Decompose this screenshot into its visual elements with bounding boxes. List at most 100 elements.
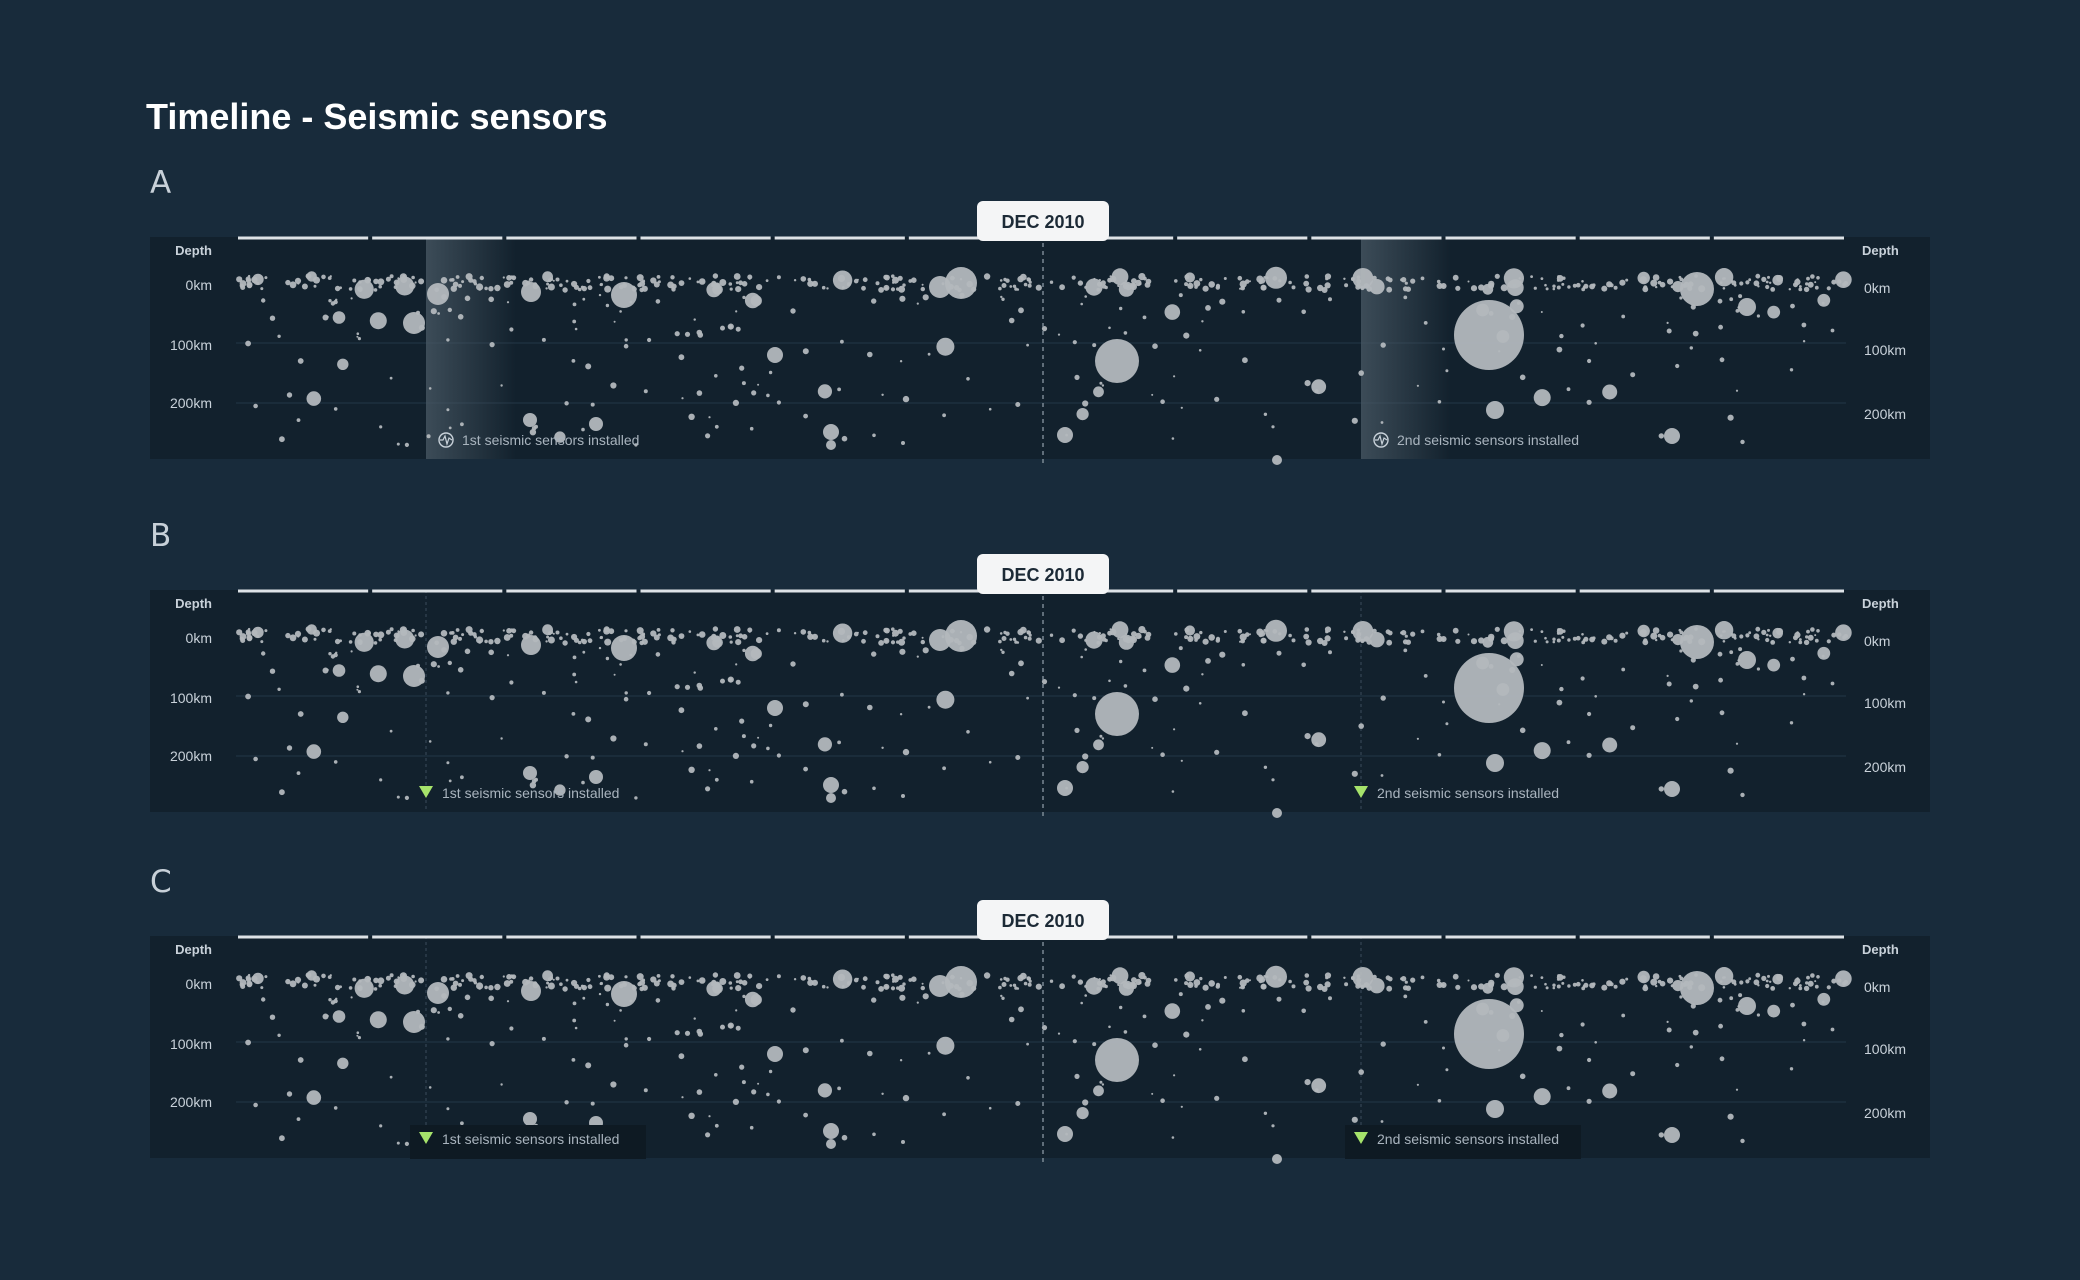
earthquake-point: [653, 281, 660, 288]
earthquake-point: [333, 1106, 338, 1110]
earthquake-point: [1301, 309, 1306, 315]
earthquake-point: [693, 671, 696, 674]
sensor-marker[interactable]: 2nd seismic sensors installed: [1345, 1125, 1581, 1159]
earthquake-point: [247, 973, 251, 977]
earthquake-point: [988, 407, 992, 411]
date-badge[interactable]: DEC 2010: [977, 554, 1109, 594]
earthquake-point: [1556, 984, 1561, 989]
earthquake-point: [826, 793, 836, 803]
earthquake-point: [696, 682, 703, 689]
earthquake-point: [807, 630, 812, 635]
earthquake-point: [1017, 275, 1024, 283]
earthquake-point: [1107, 630, 1113, 636]
earthquake-point: [1093, 739, 1104, 751]
earthquake-point: [1049, 280, 1054, 284]
earthquake-point: [1576, 635, 1581, 641]
earthquake-point: [1242, 357, 1248, 364]
earthquake-point: [657, 280, 661, 284]
earthquake-point: [449, 278, 453, 282]
earthquake-point: [966, 730, 970, 734]
earthquake-point: [1314, 742, 1319, 747]
earthquake-point: [256, 980, 260, 984]
earthquake-point: [1723, 277, 1726, 280]
date-badge[interactable]: DEC 2010: [977, 201, 1109, 241]
earthquake-point: [577, 640, 582, 645]
earthquake-point: [1271, 778, 1275, 782]
earthquake-point: [328, 652, 332, 656]
earthquake-point: [1059, 637, 1065, 644]
sensor-marker[interactable]: 1st seismic sensors installed: [410, 1125, 646, 1159]
earthquake-point: [373, 631, 379, 638]
earthquake-point: [1455, 638, 1461, 644]
earthquake-point: [555, 630, 560, 635]
earthquake-point: [747, 274, 753, 280]
date-badge[interactable]: DEC 2010: [977, 900, 1109, 940]
earthquake-point: [1151, 1092, 1154, 1095]
earthquake-point: [1057, 427, 1073, 443]
earthquake-point: [1738, 651, 1756, 669]
earthquake-point: [1102, 284, 1107, 289]
triangle-down-icon: [1354, 786, 1368, 798]
earthquake-point: [1545, 986, 1549, 990]
earthquake-point: [502, 975, 505, 978]
earthquake-point: [696, 1028, 703, 1035]
earthquake-point: [321, 627, 326, 633]
earthquake-point: [776, 400, 782, 405]
earthquake-point: [1658, 786, 1665, 792]
earthquake-point: [1639, 629, 1647, 637]
earthquake-point: [1108, 679, 1111, 683]
earthquake-point: [1356, 977, 1362, 983]
depth-tick-right: 0km: [1864, 979, 1890, 995]
sensor-marker[interactable]: 1st seismic sensors installed: [438, 432, 639, 448]
sensor-marker[interactable]: 2nd seismic sensors installed: [1354, 785, 1559, 801]
earthquake-point: [437, 312, 440, 315]
depth-tick-left: 200km: [170, 395, 212, 411]
earthquake-point: [1519, 374, 1526, 381]
sensor-marker[interactable]: 1st seismic sensors installed: [419, 785, 619, 801]
earthquake-point: [1557, 628, 1561, 632]
earthquake-point: [890, 640, 896, 645]
earthquake-point: [708, 416, 711, 419]
earthquake-point: [1835, 970, 1852, 987]
earthquake-point: [333, 652, 338, 658]
earthquake-point: [1142, 668, 1147, 673]
earthquake-point: [793, 279, 797, 282]
earthquake-point: [735, 679, 741, 685]
earthquake-point: [1174, 632, 1178, 636]
earthquake-point: [1184, 973, 1190, 979]
earthquake-point: [1765, 280, 1769, 284]
timeline-panel: [150, 936, 1930, 1158]
earthquake-point: [1613, 638, 1618, 643]
earthquake-point: [1199, 630, 1203, 635]
earthquake-point: [1111, 268, 1129, 286]
earthquake-point: [921, 283, 924, 286]
earthquake-point: [1219, 298, 1226, 305]
earthquake-point: [604, 984, 612, 992]
earthquake-point: [1576, 282, 1581, 288]
earthquake-point: [356, 332, 360, 335]
earthquake-point: [1533, 1088, 1551, 1106]
earthquake-point: [892, 629, 899, 637]
earthquake-point: [719, 279, 727, 286]
earthquake-point: [1288, 979, 1292, 984]
sensor-install-band: [1361, 237, 1451, 459]
earthquake-point: [1664, 428, 1680, 444]
earthquake-point: [449, 977, 453, 981]
earthquake-point: [586, 631, 591, 637]
earthquake-point: [1403, 648, 1408, 653]
earthquake-point: [1436, 632, 1441, 637]
earthquake-point: [657, 633, 661, 637]
earthquake-point: [693, 318, 696, 321]
earthquake-point: [511, 974, 517, 980]
earthquake-point: [735, 1025, 741, 1031]
earthquake-point: [582, 996, 586, 1000]
earthquake-point: [1276, 650, 1282, 656]
earthquake-point: [1761, 629, 1767, 635]
earthquake-point: [698, 977, 706, 984]
earthquake-point: [446, 1037, 450, 1041]
sensor-marker[interactable]: 2nd seismic sensors installed: [1373, 432, 1579, 448]
earthquake-point: [693, 1017, 696, 1020]
variant-letter: B: [150, 518, 172, 554]
earthquake-point: [1416, 737, 1419, 740]
earthquake-point: [872, 1132, 876, 1137]
